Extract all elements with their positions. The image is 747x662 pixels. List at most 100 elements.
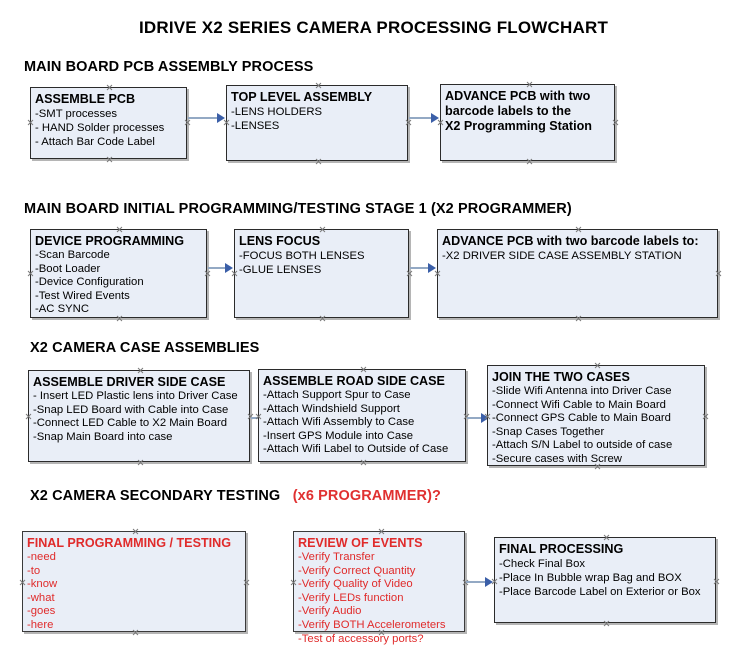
connection-handle-right	[463, 413, 470, 420]
box-line: -Verify LEDs function	[298, 591, 404, 604]
connection-handle-left	[27, 119, 34, 126]
box-line: -Verify Correct Quantity	[298, 564, 416, 577]
connection-handle-left	[437, 119, 444, 126]
box-title: FINAL PROCESSING	[499, 542, 624, 556]
box-title: FINAL PROGRAMMING / TESTING	[27, 536, 232, 550]
box-title: ASSEMBLE DRIVER SIDE CASE	[33, 375, 226, 389]
section-header-x2-camera-secondary-testing: X2 CAMERA SECONDARY TESTING (x6 PROGRAMM…	[30, 488, 441, 504]
box-line: -here	[27, 618, 54, 631]
box-title: LENS FOCUS	[239, 234, 321, 248]
box-line: -X2 DRIVER SIDE CASE ASSEMBLY STATION	[442, 250, 682, 262]
box-title: JOIN THE TWO CASES	[492, 370, 630, 384]
flow-box-assemble-driver-side-case[interactable]: ASSEMBLE DRIVER SIDE CASE - Insert LED P…	[28, 370, 250, 462]
box-line: -Scan Barcode	[35, 249, 110, 261]
connector-assemble-pcb-to-top-level-assembly	[188, 113, 225, 123]
box-line: -Verify Quality of Video	[298, 578, 413, 591]
connection-handle-left	[231, 270, 238, 277]
flow-box-lens-focus[interactable]: LENS FOCUS -FOCUS BOTH LENSES -GLUE LENS…	[234, 229, 409, 318]
section-header-text: MAIN BOARD PCB ASSEMBLY PROCESS	[24, 59, 314, 75]
section-header-suffix: (x6 PROGRAMMER)?	[292, 488, 441, 504]
box-line: -Connect Wifi Cable to Main Board	[492, 398, 666, 411]
connection-handle-left	[223, 119, 230, 126]
connection-handle-bottom	[526, 158, 533, 165]
box-title: ASSEMBLE PCB	[35, 92, 136, 106]
connection-handle-left	[27, 270, 34, 277]
section-header-main-board-initial-programming-testing-stage-1: MAIN BOARD INITIAL PROGRAMMING/TESTING S…	[24, 201, 572, 217]
box-line: -Snap LED Board with Cable into Case	[33, 403, 229, 416]
connection-handle-right	[406, 270, 413, 277]
box-line: - Insert LED Plastic lens into Driver Ca…	[33, 390, 238, 402]
box-line: -Attach S/N Label to outside of case	[492, 439, 673, 452]
connection-handle-left	[25, 413, 32, 420]
box-line: -Verify BOTH Accelerometers	[298, 618, 446, 631]
box-line: -Attach Windshield Support	[263, 402, 400, 415]
connection-handle-right	[462, 579, 469, 586]
box-line: -Place In Bubble wrap Bag and BOX	[499, 572, 682, 585]
section-header-text: X2 CAMERA SECONDARY TESTING	[30, 488, 281, 504]
connector-road-side-to-join-cases	[467, 413, 489, 423]
box-line: -GLUE LENSES	[239, 264, 322, 277]
box-line: -LENSES	[231, 120, 280, 133]
connection-handle-top	[603, 534, 610, 541]
box-line: -know	[27, 578, 58, 591]
box-line: -SMT processes	[35, 108, 118, 120]
connection-handle-top	[106, 84, 113, 91]
connection-handle-bottom	[319, 315, 326, 322]
flow-box-advance-pcb-to-x2-programming-station[interactable]: ADVANCE PCB with two barcode labels to t…	[440, 84, 615, 161]
box-line: -Place Barcode Label on Exterior or Box	[499, 586, 701, 599]
connection-handle-right	[247, 413, 254, 420]
box-line: -Attach Wifi Assembly to Case	[263, 416, 415, 429]
connection-handle-bottom	[106, 156, 113, 163]
section-header-x2-camera-case-assemblies: X2 CAMERA CASE ASSEMBLIES	[30, 340, 259, 356]
box-line: -Connect LED Cable to X2 Main Board	[33, 417, 228, 430]
flow-box-advance-pcb-to-driver-side-case-assembly-station[interactable]: ADVANCE PCB with two barcode labels to: …	[437, 229, 718, 318]
connection-handle-left	[290, 579, 297, 586]
box-title: DEVICE PROGRAMMING	[35, 234, 185, 248]
page-title: IDRIVE X2 SERIES CAMERA PROCESSING FLOWC…	[138, 18, 609, 37]
flow-box-join-the-two-cases[interactable]: JOIN THE TWO CASES -Slide Wifi Antenna i…	[487, 365, 705, 466]
connection-handle-top	[116, 226, 123, 233]
flow-box-top-level-assembly[interactable]: TOP LEVEL ASSEMBLY -LENS HOLDERS -LENSES	[226, 85, 408, 161]
box-line: -Secure cases with Screw	[492, 452, 622, 465]
flow-box-final-processing[interactable]: FINAL PROCESSING -Check Final Box -Place…	[494, 537, 716, 623]
box-line: -FOCUS BOTH LENSES	[239, 250, 365, 262]
box-line: -to	[27, 564, 41, 577]
box-line: -Boot Loader	[35, 262, 101, 275]
connector-review-of-events-to-final-processing	[466, 577, 493, 587]
box-title: REVIEW OF EVENTS	[298, 536, 423, 550]
box-title-line2: barcode labels to the	[445, 104, 571, 118]
box-line: -Insert GPS Module into Case	[263, 429, 414, 442]
connector-top-level-assembly-to-advance-pcb	[409, 113, 439, 123]
connection-handle-right	[702, 413, 709, 420]
connection-handle-left	[491, 578, 498, 585]
connection-handle-top	[360, 366, 367, 373]
box-title: TOP LEVEL ASSEMBLY	[231, 90, 373, 104]
connection-handle-left	[434, 270, 441, 277]
connection-handle-right	[405, 119, 412, 126]
box-line: -need	[27, 551, 56, 563]
flow-box-final-programming-testing[interactable]: FINAL PROGRAMMING / TESTING -need -to -k…	[22, 531, 246, 632]
connection-handle-top	[594, 362, 601, 369]
connection-handle-top	[315, 82, 322, 89]
box-line: -Verify Transfer	[298, 551, 375, 563]
box-title-line3: X2 Programming Station	[445, 119, 592, 133]
connection-handle-left	[255, 413, 262, 420]
flow-box-assemble-pcb[interactable]: ASSEMBLE PCB -SMT processes - HAND Solde…	[30, 87, 187, 159]
connection-handle-bottom	[575, 315, 582, 322]
connection-handle-bottom	[603, 620, 610, 627]
connection-handle-right	[243, 579, 250, 586]
box-line: - Attach Bar Code Label	[35, 136, 155, 149]
flow-box-review-of-events[interactable]: REVIEW OF EVENTS -Verify Transfer -Verif…	[290, 531, 465, 645]
box-line: - HAND Solder processes	[35, 122, 165, 135]
connection-handle-top	[575, 226, 582, 233]
flow-box-assemble-road-side-case[interactable]: ASSEMBLE ROAD SIDE CASE -Attach Support …	[258, 369, 466, 462]
connection-handle-top	[132, 528, 139, 535]
connection-handle-right	[204, 270, 211, 277]
connection-handle-right	[715, 270, 722, 277]
connection-handle-right	[612, 119, 619, 126]
connection-handle-left	[484, 413, 491, 420]
box-title: ADVANCE PCB with two	[445, 89, 591, 103]
connection-handle-left	[19, 579, 26, 586]
box-line: -Test Wired Events	[35, 289, 130, 302]
flow-box-device-programming[interactable]: DEVICE PROGRAMMING -Scan Barcode -Boot L…	[30, 229, 207, 318]
